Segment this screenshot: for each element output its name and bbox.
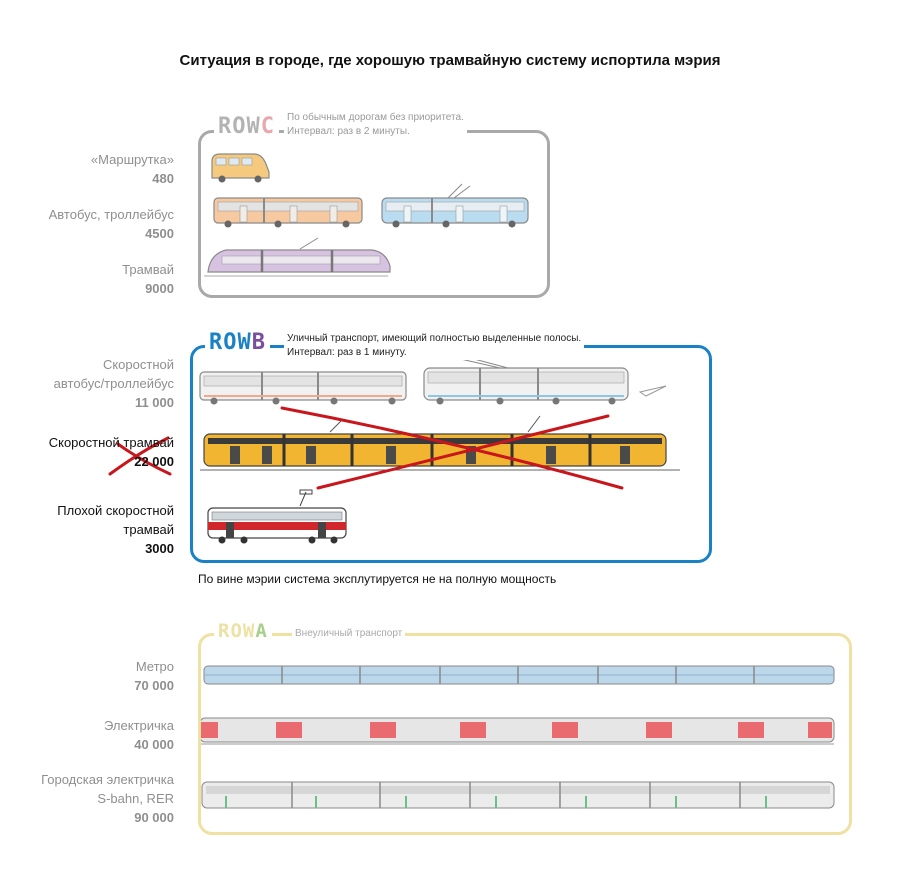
row-b-tag: ROWB	[205, 330, 270, 355]
row-b-note: Уличный транспорт, имеющий полностью выд…	[284, 332, 585, 360]
bus-icon	[213, 197, 363, 228]
page-title: Ситуация в городе, где хорошую трамвайну…	[179, 52, 721, 69]
row-b-frame	[190, 345, 712, 563]
row-c-tag: ROWC	[214, 114, 279, 139]
s-bahn-train-icon	[201, 781, 835, 809]
row-c-minibus-label: «Маршрутка» 480	[90, 152, 174, 186]
row-b-bad-tram-label: Плохой скоростной трамвай 3000	[57, 503, 174, 556]
tram-icon	[204, 237, 391, 277]
row-a-sbahn-label: Городская электричка S-bahn, RER 90 000	[41, 772, 174, 825]
row-a-metro-label: Метро 70 000	[134, 659, 174, 693]
trolleybus-icon	[381, 183, 529, 228]
row-a-commuter-label: Электричка 40 000	[104, 718, 174, 752]
row-c-tram-label: Трамвай 9000	[122, 262, 174, 296]
minibus-icon	[211, 153, 270, 183]
row-b-caption: По вине мэрии система эксплутируется не …	[198, 572, 557, 586]
row-a-frame	[198, 633, 852, 835]
row-a-tag: ROWA	[214, 620, 272, 642]
row-b-light-rail-label: Скоростной трамвай 22 000	[48, 435, 174, 469]
row-a-note: Внеуличный транспорт	[292, 627, 406, 641]
old-tram-icon	[207, 489, 347, 544]
brt-bus-icon	[199, 371, 407, 405]
commuter-train-icon	[199, 717, 835, 745]
row-c-frame	[198, 130, 550, 298]
cross-mark	[108, 406, 624, 490]
row-c-note: По обычным дорогам без приоритета. Интер…	[284, 111, 467, 139]
metro-train-icon	[203, 665, 835, 685]
row-b-brt-label: Скоростной автобус/троллейбус 11 000	[53, 357, 174, 410]
row-c-bus-label: Автобус, троллейбус 4500	[48, 207, 174, 241]
